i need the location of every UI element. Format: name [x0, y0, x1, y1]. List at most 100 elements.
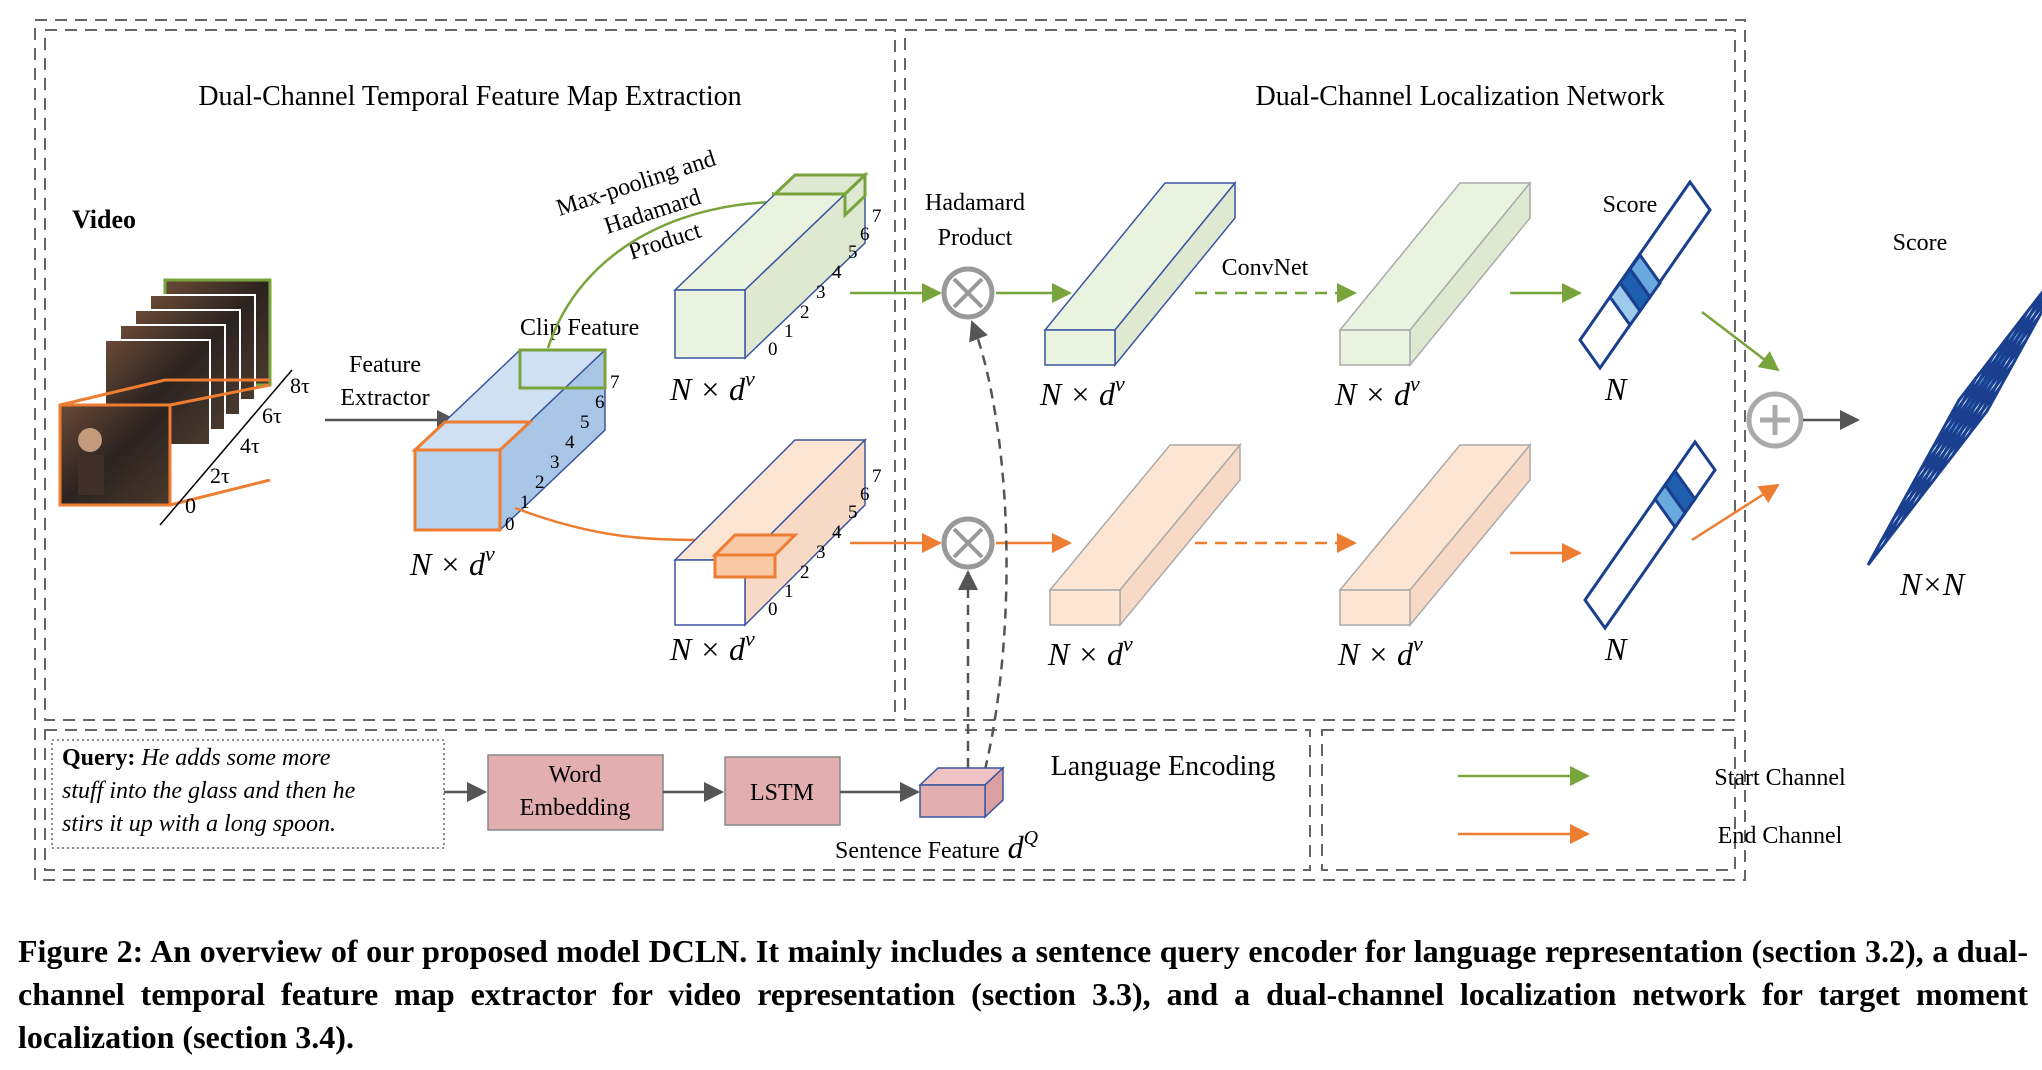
start-to-sum-arrow: [1701, 311, 1780, 372]
maxpool-arrow: [546, 191, 792, 349]
start-score-n: N: [1604, 371, 1628, 407]
dcln-diagram: Dual-Channel Temporal Feature Map Extrac…: [34, 19, 2042, 881]
sentence-feature-box: [918, 766, 1005, 819]
time-tick-2: 2τ: [210, 463, 230, 488]
feature-extractor-label-1: Feature: [349, 352, 421, 378]
video-frames: [58, 278, 272, 507]
loc-end-dim-2: N × dν: [1337, 631, 1423, 672]
legend-end-label: End Channel: [1718, 823, 1843, 849]
legend-frame: [1321, 729, 1736, 871]
clip-feature-bar: [411, 348, 607, 532]
time-tick-4: 4τ: [240, 433, 260, 458]
end-pool-arrow: [514, 506, 722, 550]
query-line-1: Query: He adds some more: [62, 745, 331, 771]
word-embedding-box: [487, 754, 664, 831]
end-tick-0: 0: [768, 599, 778, 620]
dq-symbol: d: [1008, 829, 1025, 865]
hadamard-start-icon: [941, 266, 995, 320]
start-tick-7: 7: [872, 206, 882, 227]
video-label: Video: [72, 205, 136, 234]
end-tick-1: 1: [784, 581, 794, 602]
word-embedding-label-2: Embedding: [520, 795, 631, 821]
loc-start-map-2: [1338, 180, 1532, 368]
localization-title: Dual-Channel Localization Network: [1256, 81, 1665, 112]
query-bold: Query:: [62, 745, 135, 771]
clip-tick-3: 3: [550, 452, 560, 473]
hadamard-label-2: Product: [938, 225, 1013, 251]
start-tick-5: 5: [848, 242, 858, 263]
start-tick-0: 0: [768, 339, 778, 360]
clip-tick-7: 7: [610, 372, 620, 393]
end-tick-7: 7: [872, 466, 882, 487]
legend-start-label: Start Channel: [1714, 765, 1846, 791]
start-feature-map: [673, 171, 869, 360]
lstm-box: [724, 756, 841, 826]
clip-tick-1: 1: [520, 492, 530, 513]
time-axis: [159, 369, 293, 526]
clip-dim-label: N × dν: [409, 541, 495, 582]
time-tick-8: 8τ: [290, 373, 310, 398]
start-score-label: Score: [1603, 192, 1658, 218]
end-map-dim: N × dν: [669, 626, 755, 667]
score-map-cell: [2033, 299, 2042, 317]
query-line-2: stuff into the glass and then he: [62, 778, 356, 804]
loc-start-dim-1: N × dν: [1039, 371, 1125, 412]
clip-tick-2: 2: [535, 472, 545, 493]
end-tick-6: 6: [860, 484, 870, 505]
start-map-dim: N × dν: [669, 366, 755, 407]
end-score-vector: [1583, 439, 1717, 631]
end-tick-3: 3: [816, 542, 826, 563]
query-box: [51, 739, 445, 849]
clip-tick-0: 0: [505, 514, 515, 535]
query-line-3: stirs it up with a long spoon.: [62, 811, 336, 837]
start-tick-4: 4: [832, 262, 842, 283]
time-tick-0: 0: [185, 493, 196, 518]
feature-extractor-label-2: Extractor: [340, 385, 429, 411]
query-text-1: He adds some more: [135, 745, 330, 771]
lstm-label: LSTM: [750, 780, 814, 806]
score-map-grid: [1866, 290, 2042, 566]
time-ticks: 0 2τ 4τ 6τ 8τ: [185, 373, 310, 518]
clip-feature-label: Clip Feature: [520, 315, 639, 341]
word-embedding-label-1: Word: [549, 762, 602, 788]
language-title: Language Encoding: [1051, 751, 1276, 782]
end-to-sum-arrow: [1691, 483, 1780, 542]
convnet-label: ConvNet: [1222, 255, 1309, 281]
clip-tick-5: 5: [580, 412, 590, 433]
start-score-vector: [1578, 179, 1712, 371]
extraction-title: Dual-Channel Temporal Feature Map Extrac…: [198, 81, 741, 112]
loc-end-dim-1: N × dν: [1047, 631, 1133, 672]
clip-tick-4: 4: [565, 432, 575, 453]
start-tick-2: 2: [800, 302, 810, 323]
loc-end-map-1: [1048, 442, 1242, 628]
start-map-ticks: 0 1 2 3 4 5 6 7: [768, 206, 882, 360]
end-score-n: N: [1604, 631, 1628, 667]
loc-start-map-1: [1043, 180, 1237, 368]
end-feature-map: [673, 438, 867, 627]
extraction-frame: [44, 29, 896, 721]
hadamard-end-icon: [941, 516, 995, 570]
loc-end-map-2: [1338, 442, 1532, 628]
time-tick-6: 6τ: [262, 403, 282, 428]
start-tick-1: 1: [784, 321, 794, 342]
clip-index-ticks: 0 1 2 3 4 5 6 7: [505, 372, 620, 535]
language-frame: [44, 729, 1311, 871]
score-map-nxn: N×N: [1899, 566, 1966, 602]
start-tick-6: 6: [860, 224, 870, 245]
end-tick-2: 2: [800, 562, 810, 583]
hadamard-label-1: Hadamard: [925, 190, 1025, 216]
end-tick-5: 5: [848, 502, 858, 523]
figure-caption: Figure 2: An overview of our proposed mo…: [18, 933, 2028, 1055]
clip-tick-6: 6: [595, 392, 605, 413]
section-frames: [34, 19, 1746, 881]
score-map-cell: [2029, 290, 2042, 315]
end-map-ticks: 0 1 2 3 4 5 6 7: [768, 466, 882, 620]
loc-start-dim-2: N × dν: [1334, 371, 1420, 412]
sum-icon: [1746, 391, 1804, 449]
start-tick-3: 3: [816, 282, 826, 303]
score-map-label: Score: [1893, 230, 1948, 256]
end-tick-4: 4: [832, 522, 842, 543]
outer-frame: [34, 19, 1746, 881]
query-to-start-hadamard: [969, 320, 1008, 771]
